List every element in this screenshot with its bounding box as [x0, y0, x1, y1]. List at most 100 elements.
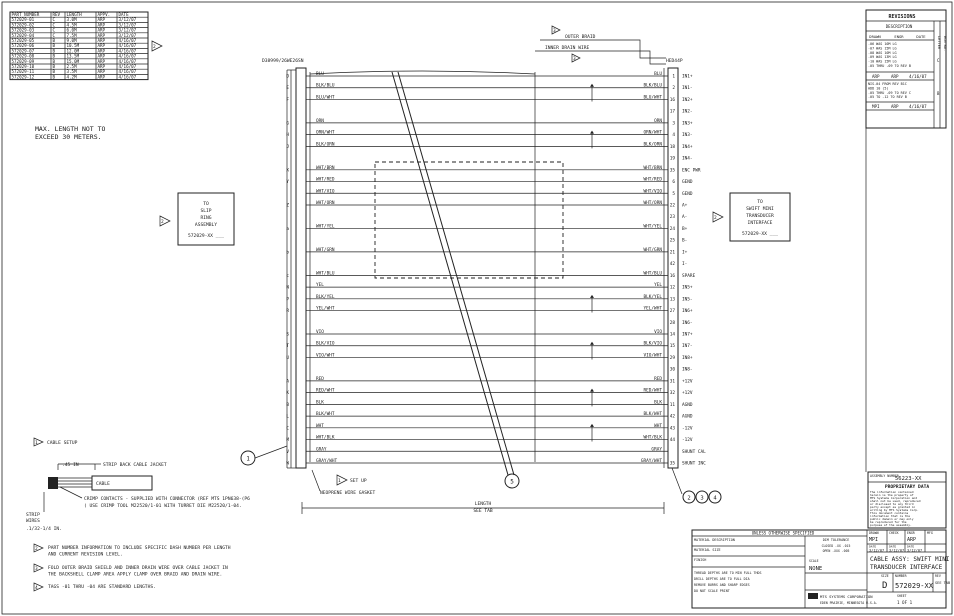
- right-pin-number: 5: [672, 191, 675, 197]
- right-pin-number: 25: [670, 238, 676, 244]
- swift-mini-box: TO SWIFT MINI TRANSDUCER INTERFACE 57202…: [729, 192, 791, 242]
- drain-wire-diagonal-a: [391, 71, 509, 476]
- right-wire-color: YEL: [654, 282, 662, 288]
- left-pin-label: M: [286, 437, 289, 443]
- right-pin-number: 31: [670, 378, 676, 384]
- swift-box-line-2: SWIFT MINI: [746, 206, 774, 212]
- left-pin-label: K: [286, 390, 289, 396]
- left-pin-label: R: [286, 308, 289, 314]
- left-pin-label: G: [286, 120, 289, 126]
- scale-label: SCALE: [809, 559, 819, 563]
- left-connector-body: [295, 67, 307, 469]
- swift-box-part: 572029-XX ___: [742, 231, 778, 237]
- right-pin-number: 21: [670, 249, 676, 255]
- signal-name: A-: [682, 214, 687, 220]
- callout-balloon-2: 2: [682, 490, 696, 504]
- part-table-cell: 572029-01: [12, 17, 35, 22]
- right-pin-number: 12: [670, 285, 676, 291]
- right-wire-color: WHT/YEL: [643, 223, 662, 229]
- signal-name: IN8-: [682, 367, 693, 373]
- twisted-pair-arrow: [590, 130, 594, 134]
- right-wire-color: WHT/BLK: [643, 435, 662, 441]
- left-pin-label: A: [286, 378, 289, 384]
- left-pin-label: L: [286, 414, 289, 420]
- shield-top-arc: [309, 70, 536, 75]
- right-wire-color: BLK/WHT: [643, 411, 662, 417]
- left-wire-color: WHT/ORN: [316, 200, 335, 206]
- length-label: LENGTH: [475, 501, 492, 507]
- left-wire-color: WHT: [316, 423, 324, 429]
- material-desc-label: MATERIAL DESCRIPTION: [694, 538, 735, 542]
- title-block-note: THREAD DEPTHS ARE TO MIN FULL THDS: [694, 571, 762, 575]
- right-pin-number: 13: [670, 296, 676, 302]
- set-up-label: SET UP: [350, 478, 367, 484]
- revision-entry: -08 WAS 10M LG: [868, 51, 897, 55]
- right-wire-color: GRAY: [651, 446, 662, 452]
- right-pin-number: 11: [670, 402, 676, 408]
- left-pin-label: c: [286, 274, 289, 279]
- signal-name: B+: [682, 226, 688, 232]
- part-table-cell: 572029-09: [12, 59, 35, 64]
- left-pin-label: X: [286, 167, 289, 173]
- right-wire-color: WHT/RED: [643, 177, 662, 183]
- inner-drain-leader: [535, 50, 666, 65]
- rev1-engr: ARP: [891, 74, 899, 79]
- note-text: AND CURRENT REVISION LEVEL.: [48, 552, 123, 558]
- part-table-cell: 3.0M: [67, 17, 78, 22]
- part-table-cell: 13.5M: [67, 54, 80, 59]
- svg-text:3: 3: [573, 56, 576, 62]
- right-pin-number: 16: [670, 273, 676, 279]
- svg-text:1: 1: [338, 478, 341, 484]
- svg-text:2: 2: [161, 219, 164, 225]
- right-pin-number: 4: [672, 132, 675, 138]
- drawn-value: MPI: [869, 537, 878, 543]
- signal-name: IN1+: [682, 74, 693, 80]
- encoder-bundle-dashed-box: [374, 161, 564, 279]
- right-pin-number: 30: [670, 367, 676, 373]
- callout-balloon-3: 3: [695, 490, 709, 504]
- right-wire-color: WHT/BLU: [643, 270, 662, 276]
- left-wire-color: YEL: [316, 282, 324, 288]
- signal-name: IN8+: [682, 355, 693, 361]
- left-wire-color: WHT/RED: [316, 177, 335, 183]
- see-tab-label: SEE TAB: [473, 508, 493, 514]
- right-wire-color: BLK: [654, 399, 662, 405]
- right-pin-number: 17: [670, 109, 676, 115]
- signal-name: I+: [682, 249, 688, 255]
- rev-sub-drawn: DRAWN: [869, 34, 881, 39]
- date-label-2: DATE: [889, 545, 896, 549]
- drawing-title-line-2: TRANSDUCER INTERFACE: [870, 564, 943, 571]
- proprietary-text-line: party except as granted in: [870, 505, 916, 509]
- signal-name: SPARE: [682, 273, 696, 279]
- signal-name: IN3+: [682, 120, 693, 126]
- proprietary-text-line: or disclosed to any third: [870, 502, 914, 506]
- left-pin-label: N: [286, 285, 289, 291]
- signal-name: I-: [682, 261, 687, 267]
- part-table-cell: B: [53, 74, 56, 79]
- right-pin-number: 32: [670, 390, 676, 396]
- right-wire-color: WHT/VIO: [643, 188, 662, 194]
- signal-name: IN6+: [682, 308, 693, 314]
- right-wire-color: BLK/ORN: [643, 141, 662, 147]
- left-pin-label: V: [286, 449, 289, 455]
- right-wire-color: WHT: [654, 423, 662, 429]
- part-table-cell: 3/12/07: [119, 22, 137, 27]
- left-wire-color: BLU/WHT: [316, 94, 335, 100]
- right-wire-color: BLK/BLU: [643, 83, 662, 89]
- part-table-header: DATE: [119, 12, 130, 17]
- right-pin-number: 27: [670, 308, 676, 314]
- note-3-flag-drain: 3: [571, 53, 581, 63]
- part-table-cell: 572029-06: [12, 43, 35, 48]
- material-size-label: MATERIAL SIZE: [694, 548, 721, 552]
- revision-entry: ADD 10 (5): [868, 86, 888, 90]
- left-pin-label: Z: [286, 203, 289, 209]
- date-value-3: 3/12/07: [907, 549, 922, 553]
- left-pin-label: H: [286, 132, 289, 138]
- part-table-cell: 10.5M: [67, 43, 80, 48]
- set-up-flag: 1 SET UP: [336, 474, 367, 486]
- part-table-cell: 3/12/07: [119, 17, 137, 22]
- part-table-cell: 572029-11: [12, 69, 35, 74]
- left-wire-color: WHT/BRN: [316, 165, 335, 171]
